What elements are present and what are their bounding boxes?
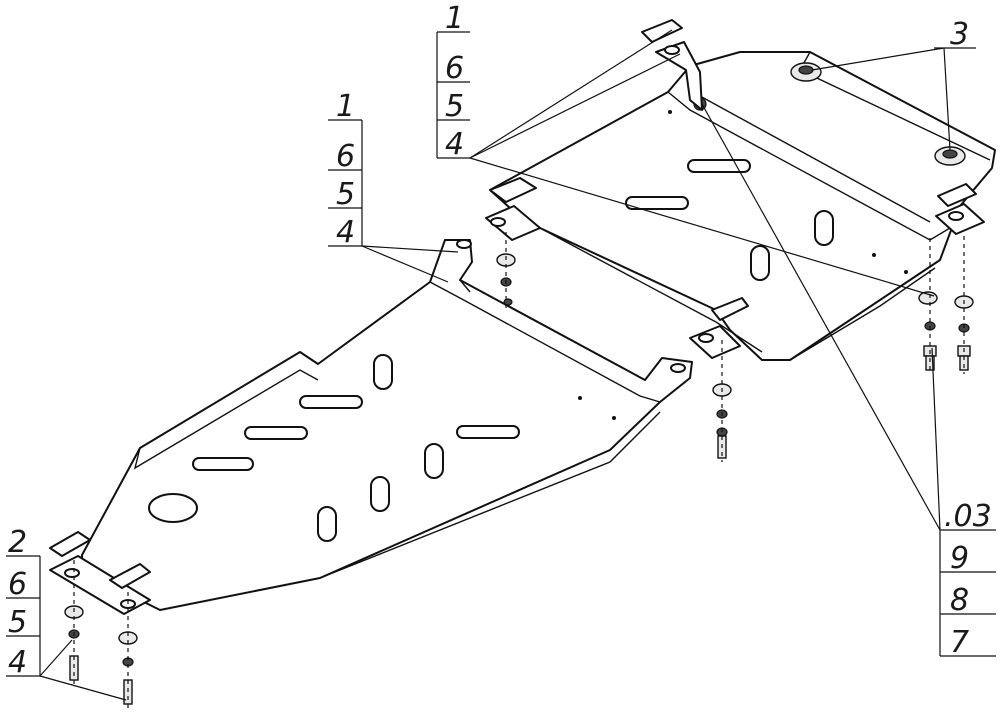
callout-top-group: 1 6 5 4 (436, 1, 935, 297)
front-plate-round-hole (148, 493, 198, 523)
callout-top-right: 3 (811, 17, 976, 151)
callout-label: 8 (950, 583, 969, 618)
rear-plate-slot (814, 210, 834, 246)
rear-plate-slot (625, 196, 689, 210)
callout-label: .03 (944, 499, 992, 534)
callout-label: 1 (445, 1, 464, 36)
front-plate-slot (424, 443, 444, 479)
front-plate-slot (456, 425, 520, 439)
callout-label: 6 (336, 139, 355, 174)
front-plate-slot (373, 354, 393, 390)
callout-label: 4 (336, 215, 355, 250)
rear-plate-slot (750, 245, 770, 281)
front-plate-slot (244, 426, 308, 440)
callout-label: 3 (950, 17, 969, 52)
callout-label: 7 (950, 625, 969, 660)
callout-label: 9 (950, 541, 969, 576)
callout-label: 4 (445, 127, 464, 162)
callout-label: 4 (8, 645, 27, 680)
welded-nut (790, 62, 822, 82)
front-plate-slot (317, 506, 337, 542)
callout-label: 5 (336, 177, 355, 212)
callout-right-group: .03 9 8 7 (701, 103, 996, 660)
front-plate-slot (299, 395, 363, 409)
callout-label: 5 (8, 605, 27, 640)
callout-label: 6 (445, 51, 464, 86)
callout-label: 6 (8, 567, 27, 602)
front-plate-slot (370, 476, 390, 512)
callout-middle-group: 1 6 5 4 (328, 89, 459, 283)
rear-skid-plate (485, 19, 996, 361)
callout-bottom-left-group: 2 6 5 4 (6, 525, 127, 701)
callout-label: 1 (336, 89, 355, 124)
front-plate-slot (192, 457, 254, 471)
callout-label: 5 (445, 89, 464, 124)
rear-plate-slot (687, 159, 751, 173)
hardware-set (64, 232, 974, 708)
callout-label: 2 (8, 525, 27, 560)
front-skid-plate (49, 239, 693, 615)
